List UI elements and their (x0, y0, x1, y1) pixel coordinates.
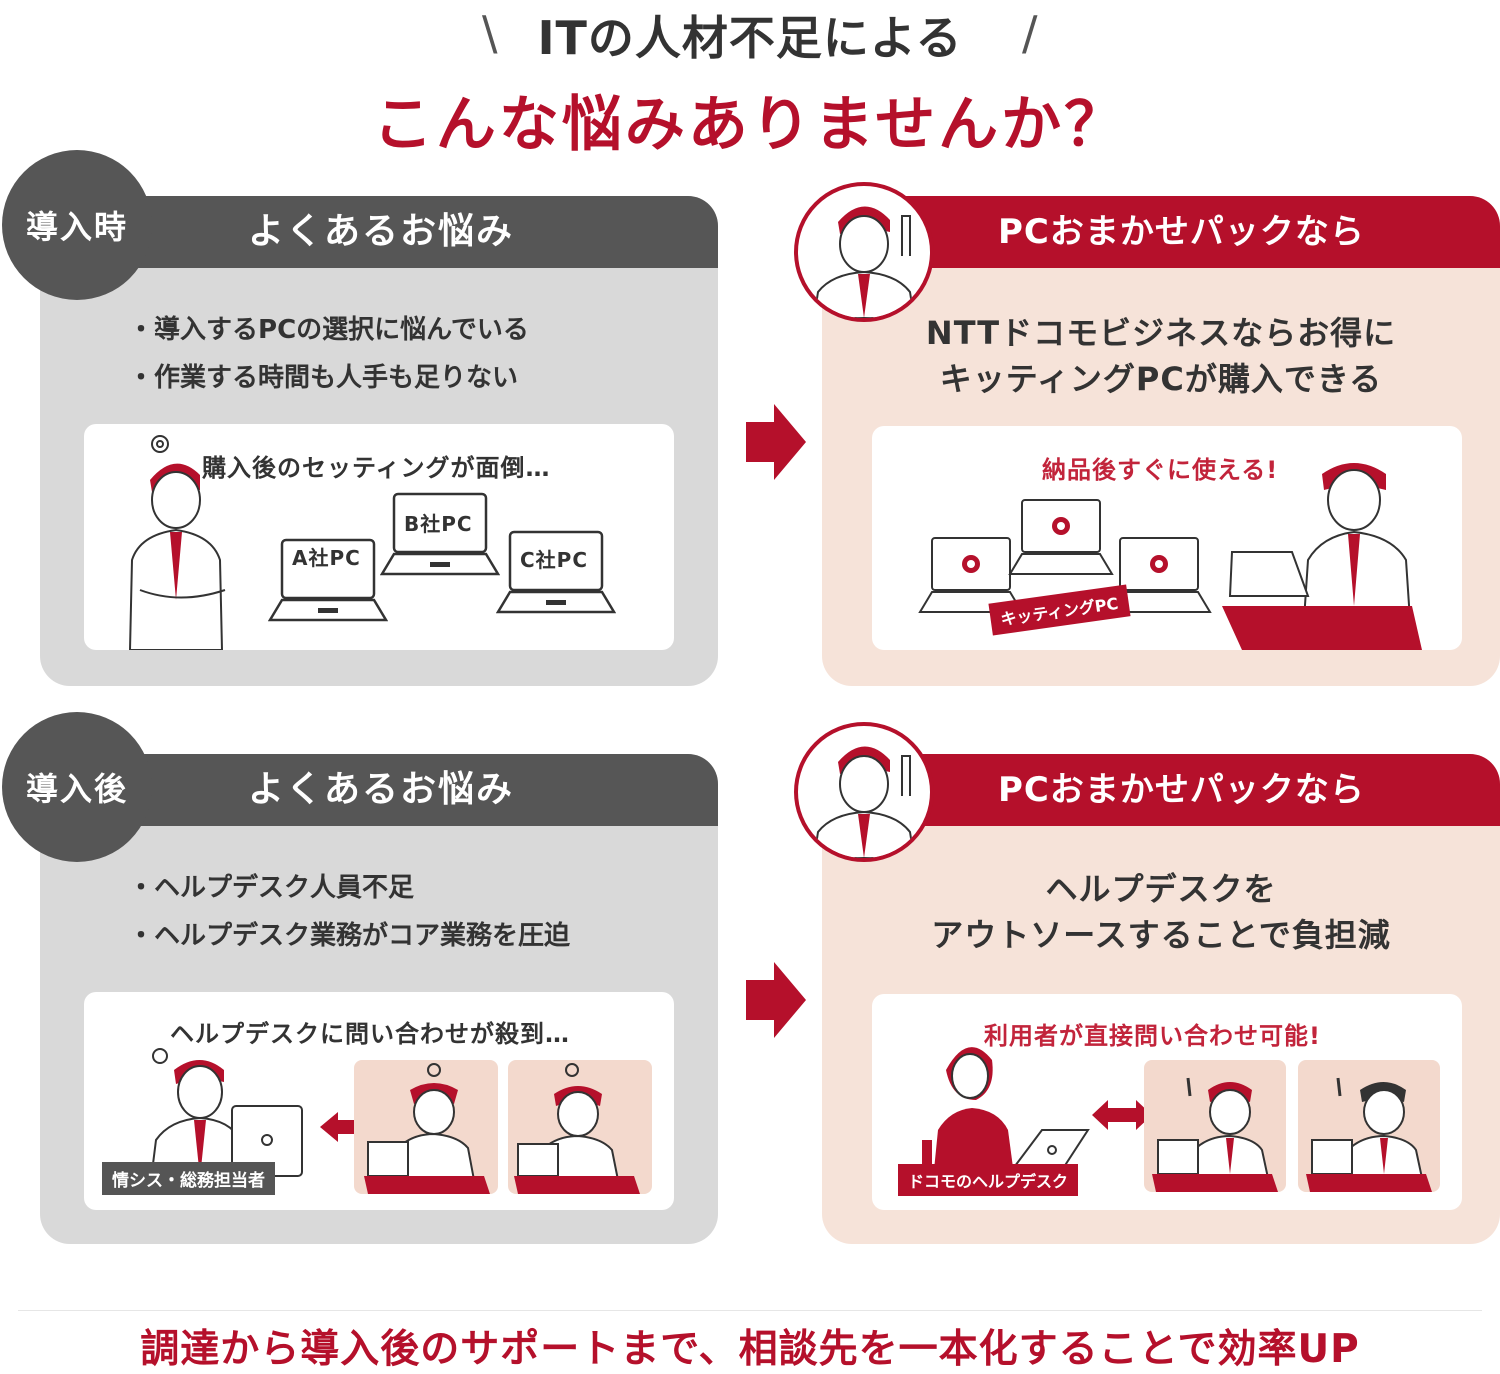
footer-divider (18, 1310, 1482, 1311)
header-slash-right: / (1022, 6, 1038, 60)
staff-label: 情シス・総務担当者 (102, 1162, 275, 1195)
problem-caption-1: 購入後のセッティングが面倒… (202, 454, 551, 482)
arrow-left-icon (320, 1112, 360, 1142)
solution-line: キッティングPCが購入できる (939, 360, 1383, 398)
worried-user-icon (514, 1063, 640, 1194)
problem-illustration-card-1: 購入後のセッティングが面倒… A社PC B社PC C社PC (84, 424, 674, 650)
laptop-label: B社PC (404, 512, 473, 536)
solution-illustration-card-2: 利用者が直接問い合わせ可能! ドコモのヘルプデスク (872, 994, 1462, 1210)
end-user-icon (1152, 1077, 1278, 1192)
consultant-avatar (794, 182, 934, 322)
end-user-box (1144, 1060, 1286, 1192)
end-user-box (1298, 1060, 1440, 1192)
laptop-label: C社PC (520, 548, 589, 572)
problem-illustration-card-2: ヘルプデスクに問い合わせが殺到… 情シス・総務担当者 (84, 992, 674, 1210)
problem-caption-2: ヘルプデスクに問い合わせが殺到… (170, 1020, 570, 1048)
solution-line: ヘルプデスクを (1045, 870, 1277, 908)
worried-user-icon (364, 1063, 490, 1194)
bullet-item: 導入するPCの選択に悩んでいる (128, 306, 529, 354)
bullet-item: 作業する時間も人手も足りない (128, 354, 529, 402)
laptop-label: A社PC (292, 546, 361, 570)
laptop-icon (268, 538, 388, 622)
solution-caption-2: 利用者が直接問い合わせ可能! (984, 1022, 1321, 1050)
solution-heading-1: PCおまかせパックなら (822, 196, 1500, 268)
laptop-icon (380, 492, 500, 576)
solution-line: NTTドコモビジネスならお得に (925, 314, 1397, 352)
problem-heading-1: よくあるお悩み (40, 196, 718, 268)
solution-text-1: NTTドコモビジネスならお得に キッティングPCが購入できる (822, 310, 1500, 402)
consultant-avatar-icon (812, 746, 916, 858)
problem-bullets-1: 導入するPCの選択に悩んでいる 作業する時間も人手も足りない (128, 306, 529, 402)
user-box (354, 1060, 498, 1194)
solution-illustration-card-1: 納品後すぐに使える! キッティングPC (872, 426, 1462, 650)
kitting-laptops-icon (918, 499, 1212, 613)
solution-text-2: ヘルプデスクを アウトソースすることで負担減 (822, 866, 1500, 958)
consultant-avatar (794, 722, 934, 862)
arrow-right-icon (746, 404, 806, 480)
tag-badge-1: 導入時 (2, 150, 152, 300)
laptop-icon (496, 530, 616, 614)
happy-user-icon (1222, 463, 1422, 650)
header-slash-left: \ (482, 6, 498, 60)
problem-bullets-2: ヘルプデスク人員不足 ヘルプデスク業務がコア業務を圧迫 (128, 864, 570, 960)
solution-caption-1: 納品後すぐに使える! (1042, 456, 1279, 484)
problem-heading-2: よくあるお悩み (40, 754, 718, 826)
bullet-item: ヘルプデスク人員不足 (128, 864, 570, 912)
solution-line: アウトソースすることで負担減 (931, 916, 1391, 954)
bullet-item: ヘルプデスク業務がコア業務を圧迫 (128, 912, 570, 960)
double-arrow-icon (1092, 1100, 1152, 1130)
tag-badge-2: 導入後 (2, 712, 152, 862)
user-box (508, 1060, 652, 1194)
worried-person-icon (128, 435, 226, 650)
solution-heading-2: PCおまかせパックなら (822, 754, 1500, 826)
header-title: こんな悩みありませんか？ (372, 90, 1128, 160)
arrow-right-icon (746, 962, 806, 1038)
footer-message: 調達から導入後のサポートまで、相談先を一本化することで効率UP (140, 1327, 1360, 1372)
header-subtitle: ITの人材不足による (537, 11, 963, 65)
consultant-avatar-icon (812, 206, 916, 318)
end-user-icon (1306, 1077, 1432, 1192)
helpdesk-label: ドコモのヘルプデスク (898, 1164, 1079, 1196)
